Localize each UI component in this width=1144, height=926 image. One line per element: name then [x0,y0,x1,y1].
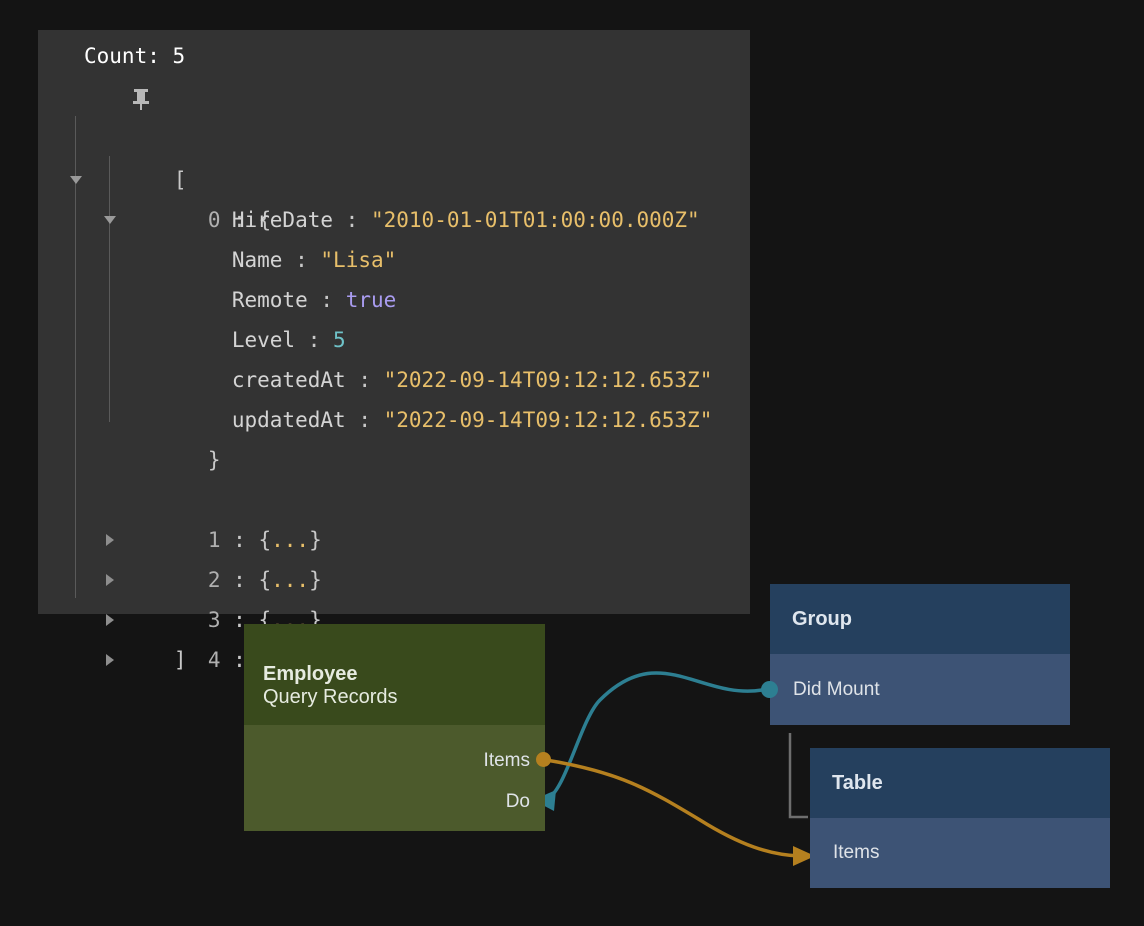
edge-items-to-table-items [545,758,801,858]
field-key: createdAt [231,368,346,392]
item-colon: : [233,208,246,232]
employee-port-items-dot[interactable] [536,752,551,767]
field-value: 5 [333,328,346,352]
pin-icon[interactable] [56,44,149,110]
field-value: "Lisa" [320,248,397,272]
field-key: Remote [231,288,308,312]
group-node-title: Group [792,607,852,630]
chevron-down-icon[interactable] [100,200,120,240]
tree-row-field[interactable]: createdAt : "2022-09-14T09:12:12.653Z" [56,320,750,392]
object-open-brace: { [258,208,272,232]
json-tree: [ 0 : { HireDate : "2010-01-01T01:00:00.… [56,80,750,672]
chevron-down-icon[interactable] [66,160,86,200]
chevron-right-icon[interactable] [100,640,120,680]
tree-row-item-3[interactable]: 3 : {...} [56,520,750,632]
field-key: updatedAt [231,408,346,432]
tree-row-field[interactable]: HireDate : "2010-01-01T01:00:00.000Z" [56,160,750,232]
chevron-right-icon[interactable] [100,600,120,640]
item-summary: {...} [258,568,322,592]
employee-node-subtitle: Query Records [263,685,398,708]
indent-guide-root [75,116,76,598]
field-value: "2010-01-01T01:00:00.000Z" [370,208,700,232]
group-node-header: Group [770,584,1070,654]
item-colon: : [233,568,246,592]
table-node[interactable]: Table Items [810,748,1110,888]
field-colon: : [307,328,321,352]
indent-guide-item0 [109,156,110,422]
employee-node[interactable]: Employee Query Records Items Do [244,624,545,831]
group-port-did-mount-dot[interactable] [761,681,778,698]
item-index: 1 [207,528,221,552]
tree-row-field[interactable]: Remote : true [56,240,750,312]
item-index: 4 [207,648,221,672]
field-colon: : [358,408,371,432]
tree-row-item-2[interactable]: 2 : {...} [56,480,750,592]
chevron-right-icon[interactable] [100,520,120,560]
edge-didmount-to-do [544,671,763,802]
tree-row-item-4[interactable]: 4 : {...} [56,560,750,672]
employee-node-title: Employee [263,662,358,685]
count-header: Count: 5 [56,36,186,110]
item-summary: {...} [258,528,322,552]
field-value: "2022-09-14T09:12:12.653Z" [383,408,713,432]
field-colon: : [295,248,308,272]
count-label: Count: 5 [84,44,186,68]
tree-row-item-0[interactable]: 0 : { [56,120,750,232]
field-colon: : [345,208,359,232]
employee-port-items[interactable]: Items [483,750,530,771]
group-port-did-mount[interactable]: Did Mount [793,679,880,700]
field-colon: : [358,368,371,392]
item-index: 2 [207,568,221,592]
item-colon: : [233,528,246,552]
group-node-body: Did Mount [770,654,1070,725]
field-value: "2022-09-14T09:12:12.653Z" [383,368,713,392]
item-colon: : [233,608,246,632]
item-index: 3 [207,608,221,632]
array-open-bracket: [ [173,168,187,192]
tree-row-field[interactable]: updatedAt : "2022-09-14T09:12:12.653Z" [56,360,750,432]
tree-row-item-1[interactable]: 1 : {...} [56,440,750,552]
employee-port-do[interactable]: Do [505,791,530,812]
tree-row-field[interactable]: Name : "Lisa" [56,200,750,272]
field-colon: : [320,288,334,312]
field-key: Level [231,328,296,352]
item-colon: : [233,648,246,672]
object-close-brace: } [207,448,221,472]
tree-row-field[interactable]: Level : 5 [56,280,750,352]
tree-row-array-close: ] [56,600,750,672]
table-node-body: Items [810,818,1110,888]
table-node-title: Table [832,771,883,794]
field-key: Name [231,248,283,272]
table-port-items[interactable]: Items [833,842,880,863]
array-close-bracket: ] [173,648,187,672]
group-node[interactable]: Group Did Mount [770,584,1070,725]
table-node-header: Table [810,748,1110,818]
field-value: true [345,288,397,312]
item-index: 0 [207,208,221,232]
field-key: HireDate [231,208,334,232]
group-to-table-bracket [788,733,808,819]
data-inspector-panel: Count: 5 [ 0 : { HireDate : "2010-01-01T… [38,30,750,672]
chevron-right-icon[interactable] [100,560,120,600]
tree-row-object-close: } [56,400,750,472]
employee-node-header: Employee Query Records [244,624,545,725]
tree-row-array-open[interactable]: [ [56,80,750,192]
employee-node-body: Items Do [244,725,545,831]
